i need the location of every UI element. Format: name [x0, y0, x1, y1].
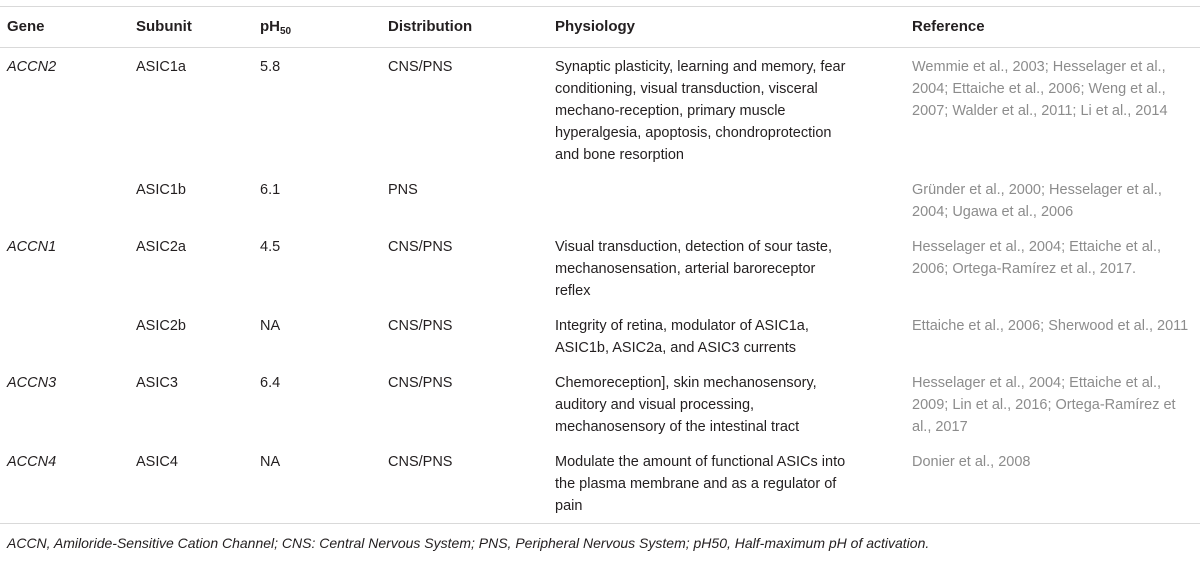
cell-gene: ACCN1 [7, 239, 57, 255]
cell-gene: ACCN2 [7, 59, 57, 75]
cell-reference: Ettaiche et al., 2006; Sherwood et al., … [912, 318, 1189, 334]
header-reference: Reference [912, 6, 1200, 48]
asic-table-container: Gene Subunit pH50 Distribution Physiolog… [0, 6, 1200, 524]
cell-physiology: Chemoreception], skin mechanosensory, au… [555, 375, 817, 435]
cell-ph50: NA [260, 318, 281, 334]
cell-physiology: Synaptic plasticity, learning and memory… [555, 59, 846, 163]
cell-physiology: Modulate the amount of functional ASICs … [555, 443, 912, 524]
table-row: ACCN1 ASIC2a 4.5 CNS/PNS Visual transduc… [0, 228, 1200, 307]
cell-distribution: CNS/PNS [388, 443, 555, 524]
header-gene: Gene [0, 6, 136, 48]
cell-ph50: 4.5 [260, 239, 281, 255]
cell-gene [0, 307, 136, 364]
cell-gene: ACCN3 [7, 375, 57, 391]
cell-reference: Hesselager et al., 2004; Ettaiche et al.… [912, 239, 1162, 277]
cell-ph50: 6.1 [260, 182, 281, 198]
table-footnote: ACCN, Amiloride-Sensitive Cation Channel… [7, 535, 930, 551]
cell-gene [0, 171, 136, 228]
header-ph50-subscript: 50 [280, 26, 292, 37]
header-row: Gene Subunit pH50 Distribution Physiolog… [0, 6, 1200, 48]
table-row: ASIC2b NA CNS/PNS Integrity of retina, m… [0, 307, 1200, 364]
table-row: ACCN2 ASIC1a 5.8 CNS/PNS Synaptic plasti… [0, 48, 1200, 172]
header-physiology: Physiology [555, 6, 912, 48]
cell-reference: Wemmie et al., 2003; Hesselager et al., … [912, 59, 1168, 119]
cell-ph50: NA [260, 443, 388, 524]
table-row: ACCN3 ASIC3 6.4 CNS/PNS Chemoreception],… [0, 364, 1200, 443]
header-ph50-main: pH [260, 18, 280, 35]
cell-ph50: 5.8 [260, 59, 281, 75]
header-subunit: Subunit [136, 6, 260, 48]
header-distribution: Distribution [388, 6, 555, 48]
cell-distribution: CNS/PNS [388, 239, 453, 255]
cell-subunit: ASIC1b [136, 182, 186, 198]
cell-gene: ACCN4 [0, 443, 136, 524]
header-ph50: pH50 [260, 6, 388, 48]
table-row: ASIC1b 6.1 PNS Gründer et al., 2000; Hes… [0, 171, 1200, 228]
cell-distribution: PNS [388, 182, 418, 198]
table-row: ACCN4 ASIC4 NA CNS/PNS Modulate the amou… [0, 443, 1200, 524]
cell-physiology [555, 171, 912, 228]
cell-subunit: ASIC1a [136, 59, 186, 75]
cell-subunit: ASIC4 [136, 443, 260, 524]
cell-physiology: Integrity of retina, modulator of ASIC1a… [555, 318, 809, 356]
cell-reference: Donier et al., 2008 [912, 443, 1200, 524]
cell-subunit: ASIC2b [136, 318, 186, 334]
cell-distribution: CNS/PNS [388, 318, 453, 334]
asic-table: Gene Subunit pH50 Distribution Physiolog… [0, 6, 1200, 524]
cell-physiology: Visual transduction, detection of sour t… [555, 239, 833, 299]
cell-subunit: ASIC2a [136, 239, 186, 255]
cell-distribution: CNS/PNS [388, 375, 453, 391]
cell-reference: Hesselager et al., 2004; Ettaiche et al.… [912, 375, 1176, 435]
cell-subunit: ASIC3 [136, 375, 178, 391]
cell-ph50: 6.4 [260, 375, 281, 391]
cell-distribution: CNS/PNS [388, 59, 453, 75]
cell-reference: Gründer et al., 2000; Hesselager et al.,… [912, 182, 1162, 220]
